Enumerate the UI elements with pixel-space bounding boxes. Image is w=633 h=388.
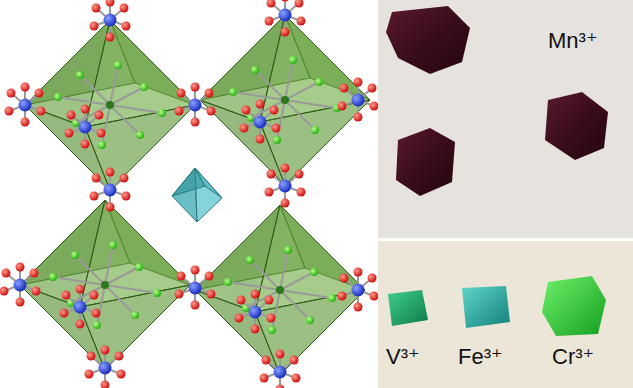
crystal-structure [0,0,379,388]
ion-label: Fe³⁺ [458,346,503,368]
ion-label: V³⁺ [386,346,420,368]
crystal-photos [378,0,633,388]
ion-label: Mn³⁺ [548,30,598,52]
ion-label: Cr³⁺ [552,346,594,368]
